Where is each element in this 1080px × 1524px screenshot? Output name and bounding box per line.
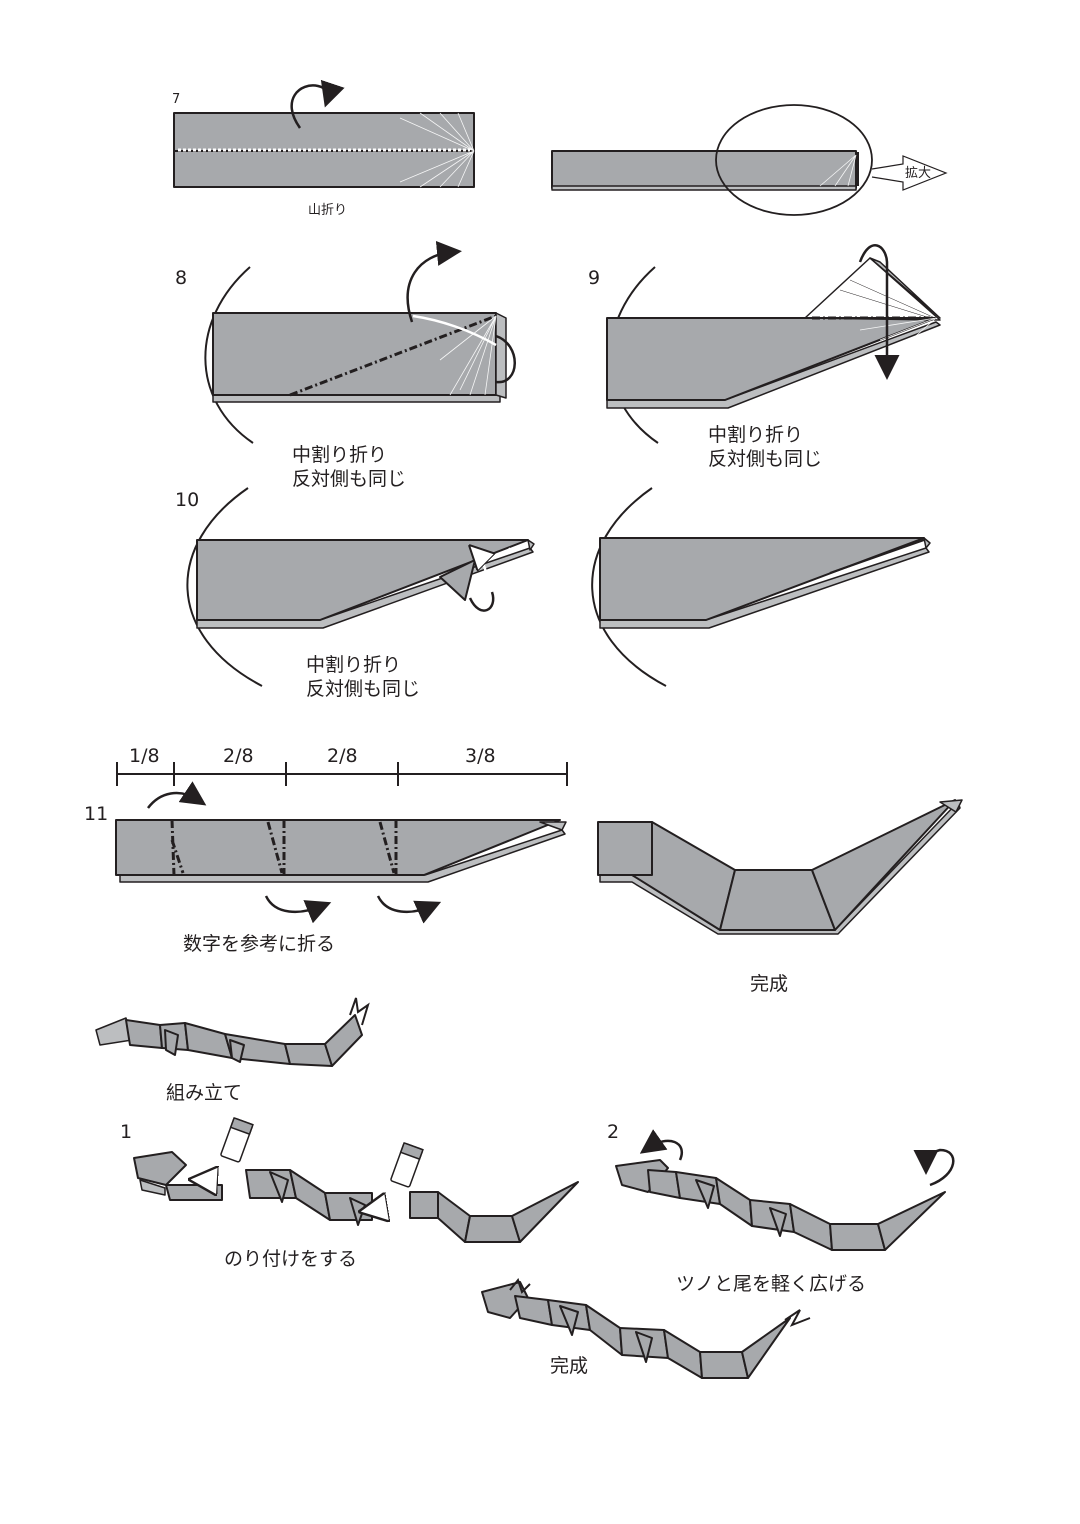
ruler-label-3: 2/8 — [327, 745, 358, 767]
glue-stick-1 — [220, 1116, 254, 1163]
step11-caption: 数字を参考に折る — [183, 933, 336, 955]
glue-arrow-2 — [370, 1205, 401, 1210]
step11-arrow-3 — [376, 895, 442, 924]
step10-result-curve — [591, 487, 667, 687]
step9-caption: 中割り折り 反対側も同じ — [708, 424, 822, 472]
glue-stick-2 — [390, 1141, 424, 1188]
assembly1-body — [245, 1169, 373, 1226]
step7-strip — [173, 112, 475, 188]
horn-arrow — [639, 1129, 683, 1161]
step10-curve — [186, 487, 263, 687]
step9-caption-line1: 中割り折り — [708, 424, 804, 446]
step9-strip — [606, 257, 941, 409]
assembly-preview-dragon — [95, 997, 370, 1067]
assembly-title: 組み立て — [166, 1082, 243, 1104]
step11-result — [597, 799, 963, 935]
assembly1-number: 1 — [120, 1121, 133, 1143]
assembly1-head — [133, 1151, 223, 1201]
ruler-label-2: 2/8 — [223, 745, 254, 767]
step9-caption-line2: 反対側も同じ — [708, 447, 823, 470]
zoom-arrow — [871, 155, 948, 191]
ruler-label-4: 3/8 — [465, 745, 496, 767]
tail-arrow — [913, 1148, 955, 1187]
zoom-label: 拡大 — [905, 166, 932, 181]
step8-number: 8 — [175, 267, 188, 289]
step9-number: 9 — [588, 267, 601, 289]
final-caption: 完成 — [550, 1355, 589, 1377]
step8-caption-line2: 反対側も同じ — [292, 467, 407, 490]
ruler-label-1: 1/8 — [129, 745, 160, 767]
step7-result-strip — [551, 150, 859, 191]
step10-strip — [196, 539, 535, 629]
step8-arrow — [406, 240, 462, 323]
final-dragon — [481, 1277, 811, 1379]
step10-number: 10 — [175, 489, 200, 511]
step7-number: 7 — [172, 92, 181, 107]
step10-caption-line1: 中割り折り — [306, 654, 402, 676]
assembly2-number: 2 — [607, 1121, 620, 1143]
zoom-circle — [715, 104, 873, 216]
step8-arrow-back — [495, 334, 516, 384]
assembly2-caption: ツノと尾を軽く広げる — [676, 1273, 867, 1295]
step10-arrow — [476, 552, 488, 594]
assembly2-dragon — [615, 1159, 946, 1251]
step7-caption: 山折り — [308, 203, 348, 218]
assembly1-tail — [409, 1181, 579, 1243]
step10-arrow-back — [468, 591, 495, 612]
step8-curve — [204, 266, 254, 444]
step11-ruler — [116, 762, 568, 786]
glue-arrow-1 — [200, 1180, 237, 1182]
step8-caption-line1: 中割り折り — [292, 444, 388, 466]
step11-strip — [115, 819, 567, 883]
step11-number: 11 — [84, 803, 109, 825]
step11-arrow-1 — [147, 781, 207, 809]
assembly1-caption: のり付けをする — [224, 1248, 358, 1270]
step10-result-strip — [599, 537, 931, 629]
step9-arrow — [858, 244, 900, 380]
step8-strip — [212, 312, 507, 403]
step10-caption-line2: 反対側も同じ — [306, 677, 421, 700]
step11-result-caption: 完成 — [750, 973, 789, 995]
mountain-fold-arrow — [290, 79, 345, 129]
step8-caption: 中割り折り 反対側も同じ — [292, 444, 406, 492]
step10-caption: 中割り折り 反対側も同じ — [306, 654, 420, 702]
step11-arrow-2 — [264, 895, 332, 924]
